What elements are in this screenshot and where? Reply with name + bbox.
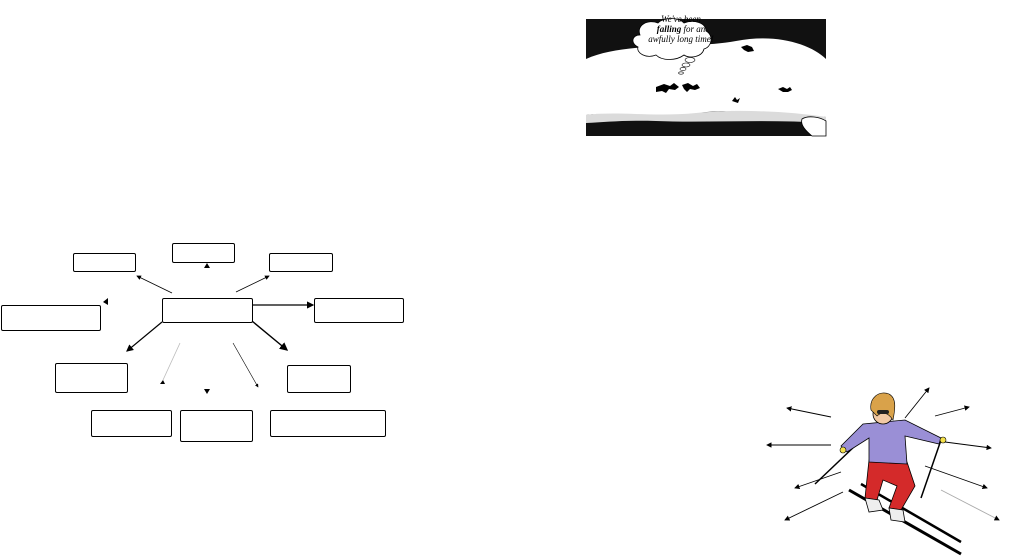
- diagram-box-left: [1, 305, 101, 331]
- diagram-box-bottom-right: [270, 410, 386, 437]
- falling-figures: [656, 45, 792, 103]
- thought-line-2-rest: for an: [681, 24, 706, 34]
- arrow-to-lower-left: [126, 321, 163, 352]
- arrow-to-top-right: [235, 275, 270, 293]
- falling-cartoon-image: [586, 18, 827, 137]
- diagram-box-bottom-left: [91, 410, 172, 437]
- diagram-box-bottom: [180, 410, 253, 442]
- skier-illustration: [766, 387, 1000, 556]
- arrow-to-left: [103, 298, 108, 305]
- diagram-box-lower-left: [55, 363, 128, 393]
- arrow-to-bottom-left: [160, 380, 165, 384]
- arrow-to-lower-right: [251, 320, 289, 351]
- arrow-to-bottom: [204, 389, 210, 394]
- diagram-box-lower-right: [287, 365, 351, 393]
- arrow-to-bottom-right: [232, 342, 259, 388]
- arrow-to-top: [204, 263, 210, 268]
- diagram-box-top-right: [269, 253, 333, 272]
- faint-line-bottom-left: [162, 342, 181, 381]
- thought-line-3: awfully long time!: [648, 34, 714, 44]
- radiating-arrows: [766, 387, 1000, 521]
- diagram-box-center: [162, 298, 253, 323]
- thought-line-2: falling for an: [640, 24, 722, 34]
- arrow-to-top-left: [136, 275, 173, 294]
- diagram-box-top-left: [73, 253, 136, 272]
- diagram-box-top: [172, 243, 235, 263]
- thought-line-1: We've been: [661, 14, 701, 24]
- diagram-box-right: [314, 298, 404, 323]
- thought-bubble-text: We've been falling for an awfully long t…: [640, 14, 722, 52]
- thought-line-2-bold: falling: [656, 24, 682, 34]
